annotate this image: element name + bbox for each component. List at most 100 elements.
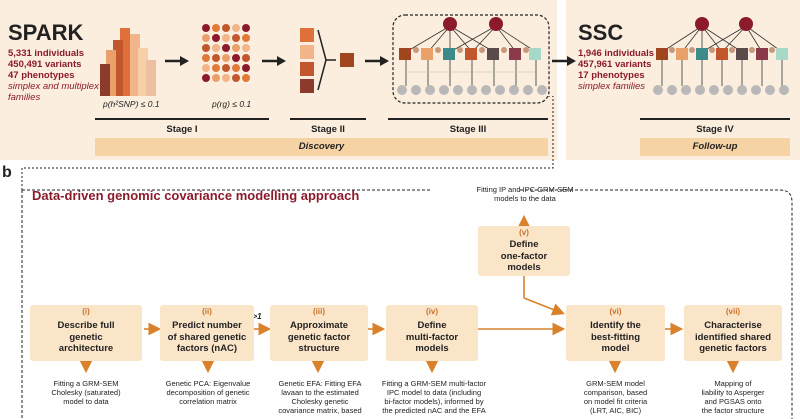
step-iv-text: Define multi-factor models [390, 320, 474, 355]
step-iv-line1: Define [417, 320, 447, 331]
step-vi-roman: (vi) [609, 307, 622, 316]
discovery-band: Discovery [95, 138, 548, 156]
fitting-note-line1: Fitting IP and IPC GRM-SEM [476, 185, 574, 194]
step-vii-desc-line3: and PGSAS onto [704, 397, 762, 406]
step-iii-roman: (iii) [313, 307, 325, 316]
step-ii-text: Predict number of shared genetic factors… [164, 320, 250, 355]
step-vi-text: Identify the best-fitting model [570, 320, 661, 355]
step-iii-desc-line1: Genetic EFA: Fitting EFA [278, 379, 362, 388]
step-vi-line2: best-fitting [590, 331, 641, 343]
step-ii-line3: factors (nAC) [176, 343, 238, 354]
step-iii-line2: genetic factor [287, 331, 351, 343]
step-vii-line2: identified shared [694, 331, 771, 343]
step-v-text: Define one-factor models [482, 239, 566, 274]
step-iii-line3: structure [298, 343, 340, 354]
followup-label: Follow-up [692, 141, 738, 152]
step-vi-desc-line1: GRM-SEM model [586, 379, 645, 388]
step-vii-description: Mapping of liability to Asperger and PGS… [684, 379, 782, 415]
ssc-factor-model-illustration [653, 17, 789, 95]
step-v-box: (v) Define one-factor models [478, 226, 570, 276]
step-iv-desc-line3: bi-factor models), informed by [384, 397, 484, 406]
panel-b-label: b [2, 164, 12, 181]
step-iv-description: Fitting a GRM-SEM multi-factor IPC model… [376, 379, 492, 415]
step-vi-desc-line2: comparison, based [583, 388, 648, 397]
step-iv-desc-line4: the predicted nAC and the EFA [382, 406, 486, 415]
step-vi-desc-line3: on model fit criteria [583, 397, 648, 406]
step-ii-desc-line1: Genetic PCA: Eigenvalue [165, 379, 251, 388]
panel-a-followup-background [566, 0, 800, 160]
step-iv-box: (iv) Define multi-factor models [386, 305, 478, 361]
step-vii-line1: Characterise [704, 320, 762, 331]
discovery-label: Discovery [298, 141, 345, 152]
spark-families-line1: simplex and multiplex [8, 81, 99, 92]
step-iii-box: (iii) Approximate genetic factor structu… [270, 305, 368, 361]
spark-individuals: 5,331 individuals [8, 48, 85, 59]
step-iv-desc-line1: Fitting a GRM-SEM multi-factor [381, 379, 487, 388]
step-vi-line3: model [601, 343, 630, 354]
step-iii-description: Genetic EFA: Fitting EFA lavaan to the e… [262, 379, 378, 415]
arrow-icon [552, 56, 576, 66]
stage-4-label: Stage IV [696, 124, 734, 135]
step-ii-desc-line2: decomposition of genetic [166, 388, 250, 397]
step-iv-desc-line2: IPC model to data (including [386, 388, 482, 397]
ssc-phenotypes: 17 phenotypes [578, 70, 645, 81]
step-vii-text: Characterise identified shared genetic f… [688, 320, 778, 355]
step-i-desc-line2: Cholesky (saturated) [51, 388, 121, 397]
spark-variants: 450,491 variants [8, 59, 82, 70]
spark-title: SPARK [8, 20, 84, 45]
step-ii-desc-line3: correlation matrix [179, 397, 237, 406]
panel-b-dashed-frame [21, 189, 793, 419]
arrow-icon [262, 56, 286, 66]
step-vii-desc-line1: Mapping of [714, 379, 752, 388]
spark-phenotypes: 47 phenotypes [8, 70, 75, 81]
step-iv-roman: (iv) [426, 307, 438, 316]
stage-1-line [95, 118, 269, 120]
step-iii-desc-line3: Cholesky genetic [291, 397, 349, 406]
step-iii-line1: Approximate [289, 320, 349, 331]
step-iii-desc-line4: covariance matrix, based [278, 406, 362, 415]
fitting-note: Fitting IP and IPC GRM-SEM models to the… [440, 185, 610, 203]
step-v-line1: Define [509, 239, 539, 250]
stage-2-label: Stage II [311, 124, 345, 135]
step-ii-roman: (ii) [202, 307, 212, 316]
step-ii-line2: of shared genetic [167, 331, 247, 343]
stage-3-label: Stage III [449, 124, 487, 135]
step-vii-desc-line4: the factor structure [701, 406, 765, 415]
step-i-text: Describe full genetic architecture [34, 320, 138, 355]
step-vii-box: (vii) Characterise identified shared gen… [684, 305, 782, 361]
genetic-correlation-dots-illustration [202, 24, 250, 82]
panel-b-heading: Data-driven genomic covariance modelling… [32, 188, 360, 203]
step-i-box: (i) Describe full genetic architecture [30, 305, 142, 361]
factor-model-illustration [392, 14, 550, 104]
step-v-line2: one-factor [500, 250, 548, 262]
panel-a-discovery-background [0, 0, 557, 160]
arrow-icon [165, 56, 189, 66]
arrow-icon [365, 56, 389, 66]
step-vi-desc-line4: (LRT, AIC, BIC) [589, 406, 642, 415]
step-vi-box: (vi) Identify the best-fitting model [566, 305, 665, 361]
threshold-genetic-correlation: p(rg) ≤ 0.1 [212, 99, 252, 109]
stage-4-line [640, 118, 790, 120]
step-v-roman: (v) [519, 228, 529, 237]
stage-1-label: Stage I [166, 124, 198, 135]
step-iii-desc-line2: lavaan to the estimated [281, 388, 359, 397]
step-i-line2: genetic [69, 331, 103, 343]
step-iv-line3: models [415, 343, 449, 354]
dashed-connector [21, 96, 554, 190]
step-vii-roman: (vii) [725, 307, 741, 316]
step-vi-description: GRM-SEM model comparison, based on model… [566, 379, 665, 415]
step-i-line1: Describe full [57, 320, 115, 331]
ssc-title: SSC [578, 20, 624, 45]
step-i-description: Fitting a GRM-SEM Cholesky (saturated) m… [30, 379, 142, 406]
step-ii-box: (ii) Predict number of shared genetic fa… [160, 305, 254, 361]
followup-band: Follow-up [640, 138, 790, 156]
step-iv-line2: multi-factor [405, 331, 459, 343]
step-vii-line3: genetic factors [699, 343, 767, 354]
step-vii-desc-line2: liability to Asperger [701, 388, 765, 397]
fitting-note-line2: models to the data [494, 194, 556, 203]
step-vi-line1: Identify the [590, 320, 641, 331]
step-ii-line1: Predict number [172, 320, 242, 331]
step-iii-text: Approximate genetic factor structure [274, 320, 364, 355]
stage-3-line [388, 118, 548, 120]
heritability-bars-illustration [100, 28, 156, 96]
